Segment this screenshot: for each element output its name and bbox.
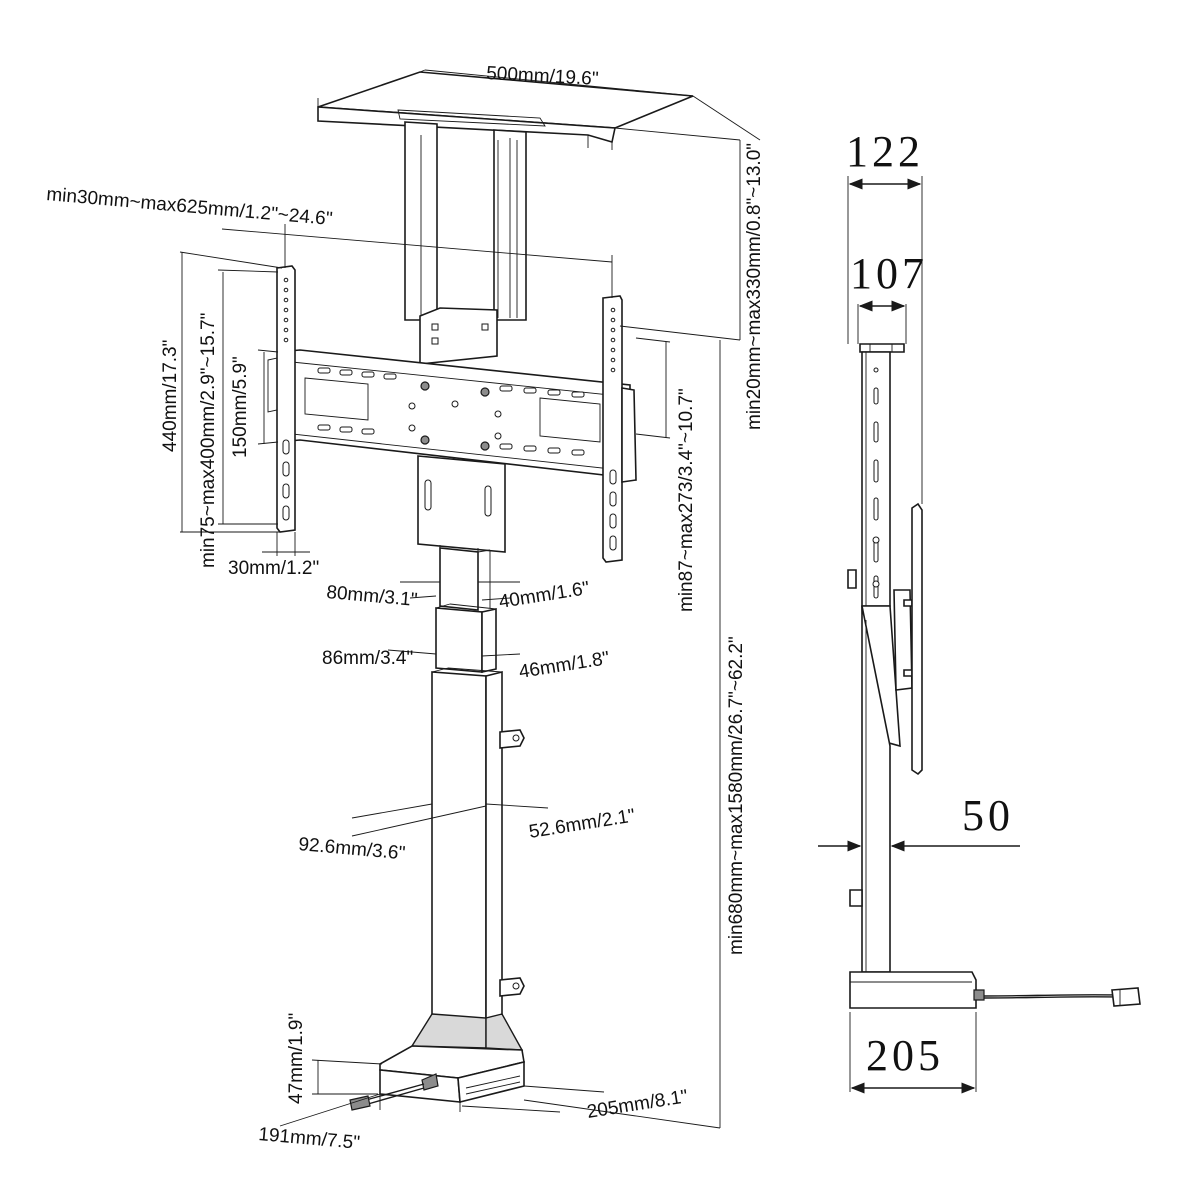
- inner-mast: [417, 455, 506, 603]
- side-tv-bracket: [861, 502, 923, 776]
- lower-column-width-label: 92.6mm/3.6": [298, 834, 407, 864]
- bracket-offset-label: min87~max273/3.4"~10.7": [676, 388, 697, 612]
- motor-base: [349, 1013, 525, 1111]
- bracket-height-label: 150mm/5.9": [230, 356, 251, 458]
- arm-span-label: min30mm~max625mm/1.2"~24.6": [46, 184, 334, 230]
- arm-width-label: 30mm/1.2": [228, 558, 319, 579]
- vesa-vertical-label: min75~max400mm/2.9"~15.7": [198, 313, 219, 568]
- total-height-label: min680mm~max1580mm/26.7"~62.2": [726, 636, 747, 955]
- side-dimension-lines: [818, 176, 1020, 1094]
- column-stage-1: [439, 547, 491, 611]
- bracket-slots: [317, 367, 585, 456]
- top-plate: [317, 71, 694, 150]
- left-vesa-arm: [267, 265, 296, 533]
- carriage: [419, 307, 498, 365]
- right-vesa-arm: [602, 295, 637, 563]
- front-dimension-lines: [179, 69, 761, 1129]
- top-column-width-label: 80mm/3.1": [326, 582, 419, 611]
- mid-column-depth-label: 46mm/1.8": [517, 648, 610, 683]
- lower-column-depth-label: 52.6mm/2.1": [527, 805, 636, 842]
- side-offset-label: 50: [962, 791, 1014, 840]
- side-top-inner-label: 107: [850, 249, 928, 298]
- mid-column-width-label: 86mm/3.4": [322, 648, 413, 669]
- side-base-label: 205: [866, 1031, 944, 1080]
- side-dimension-labels: 122 107 50 205: [846, 127, 1014, 1080]
- side-top-cap: [859, 343, 905, 353]
- column-stage-2: [435, 603, 497, 673]
- front-view: 500mm/19.6" min30mm~max625mm/1.2"~24.6" …: [46, 63, 765, 1154]
- column-stage-3: [431, 667, 525, 1028]
- side-base: [849, 971, 1141, 1009]
- side-top-outer-label: 122: [846, 127, 924, 176]
- top-height-range-label: min20mm~max330mm/0.8"~13.0": [744, 143, 765, 430]
- base-height-label: 47mm/1.9": [286, 1013, 307, 1104]
- vesa-height-label: 440mm/17.3": [160, 340, 181, 452]
- side-view: 122 107 50 205: [818, 127, 1141, 1094]
- bracket-bolts: [408, 381, 502, 451]
- side-upper-rail: [847, 351, 891, 607]
- top-column-depth-label: 40mm/1.6": [497, 578, 590, 613]
- upper-rails: [404, 121, 527, 321]
- base-width-label: 191mm/7.5": [258, 1124, 361, 1154]
